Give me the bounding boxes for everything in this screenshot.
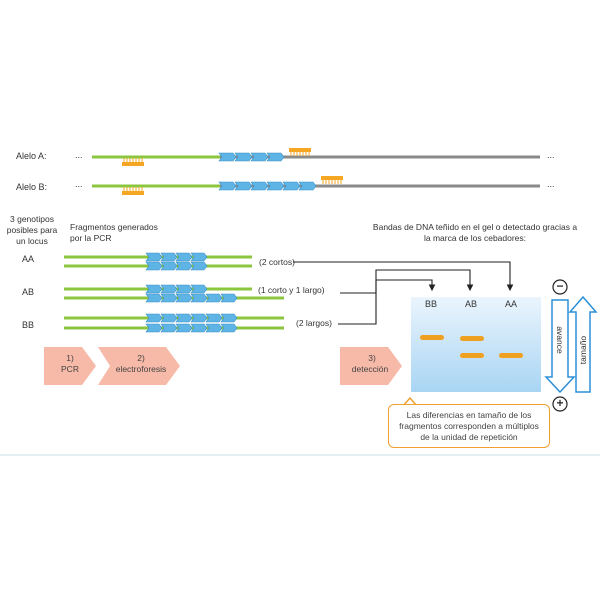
- repeat-unit-note-text: Las diferencias en tamaño de los fragmen…: [399, 409, 539, 442]
- gel-lane-label-aa: AA: [505, 299, 518, 309]
- gel-header: Bandas de DNA teñido en el gel o detecta…: [372, 222, 578, 243]
- gel-lane-label-ab: AB: [465, 299, 478, 309]
- plus-electrode: [552, 396, 568, 412]
- genotypes-header: 3 genotipos posibles para un locus: [6, 214, 58, 246]
- lane-connectors: [293, 261, 514, 325]
- genotype-label-ab: AB: [22, 287, 35, 297]
- fragments-aa: [64, 252, 252, 271]
- step-electroforesis-number: 2): [137, 353, 145, 363]
- genotype-note-aa: (2 cortos): [259, 257, 295, 267]
- step-3-shape: [340, 347, 402, 385]
- gel-lane-label-bb: BB: [425, 299, 438, 309]
- gel-slab: [411, 297, 541, 392]
- fragments-ab: [64, 284, 284, 303]
- step-deteccion-name: detección: [351, 364, 389, 374]
- allele-a-ellipsis-right: ...: [547, 150, 555, 160]
- step-1-shape: [44, 347, 96, 385]
- step-pcr: 1) PCR: [44, 345, 96, 383]
- plus-sign: +: [556, 396, 564, 410]
- allele-a-label: Alelo A:: [16, 151, 47, 161]
- tamano-label: tamaño: [578, 335, 588, 365]
- step-2-shape: [98, 347, 180, 385]
- minus-sign: −: [556, 279, 564, 293]
- step-deteccion: 3) detección: [340, 345, 402, 383]
- allele-b-strand: [92, 176, 540, 195]
- step-electroforesis-name: electroforesis: [115, 364, 167, 374]
- allele-b-ellipsis-right: ...: [547, 179, 555, 189]
- genotype-note-bb: (2 largos): [296, 318, 332, 328]
- step-deteccion-number: 3): [368, 353, 376, 363]
- avance-label: avance: [555, 326, 565, 354]
- fragments-bb: [64, 313, 284, 333]
- fragments-header: Fragmentos generados por la PCR: [70, 222, 158, 243]
- genotype-label-aa: AA: [22, 254, 35, 264]
- allele-b-ellipsis-left: ...: [75, 179, 83, 189]
- repeat-unit-note: Las diferencias en tamaño de los fragmen…: [388, 404, 550, 448]
- allele-a-ellipsis-left: ...: [75, 150, 83, 160]
- step-electroforesis: 2) electroforesis: [98, 345, 180, 383]
- genotype-label-bb: BB: [22, 320, 35, 330]
- step-pcr-name: PCR: [61, 364, 79, 374]
- minus-electrode: [552, 279, 568, 295]
- allele-a-strand: [92, 148, 540, 166]
- step-pcr-number: 1): [66, 353, 74, 363]
- allele-b-label: Alelo B:: [16, 182, 48, 192]
- gel-bands: [420, 335, 523, 358]
- genotype-note-ab: (1 corto y 1 largo): [258, 285, 325, 295]
- tamano-arrow: [568, 295, 598, 393]
- avance-arrow: [544, 299, 576, 394]
